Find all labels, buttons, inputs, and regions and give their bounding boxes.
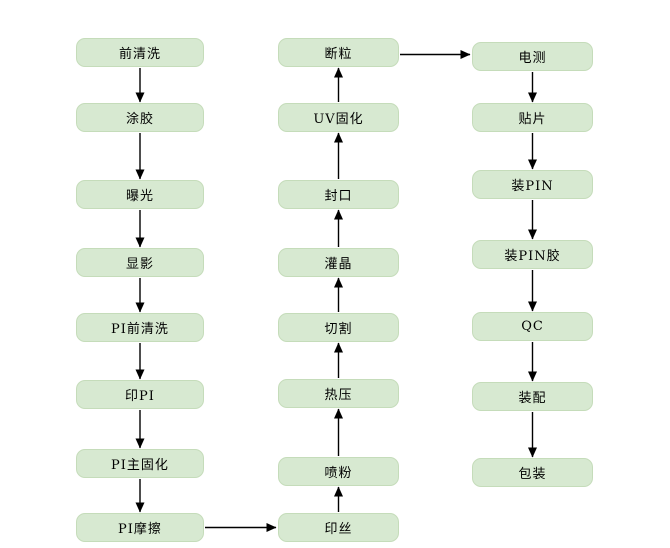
flow-node: 装配 [472, 382, 593, 411]
flow-node: PI主固化 [76, 449, 204, 478]
flow-node: 前清洗 [76, 38, 204, 67]
flow-node: QC [472, 312, 593, 341]
flow-node: 装PIN胶 [472, 240, 593, 269]
flow-node: 印PI [76, 380, 204, 409]
flow-node: 印丝 [278, 513, 399, 542]
flow-node: 包装 [472, 458, 593, 487]
flow-node: 装PIN [472, 170, 593, 199]
flow-node: 电测 [472, 42, 593, 71]
flow-node: 贴片 [472, 103, 593, 132]
flow-node: 曝光 [76, 180, 204, 209]
flow-node: PI前清洗 [76, 313, 204, 342]
flow-node: UV固化 [278, 103, 399, 132]
flow-node: 断粒 [278, 38, 399, 67]
flow-node: 显影 [76, 248, 204, 277]
flow-node: 涂胶 [76, 103, 204, 132]
flow-node: 切割 [278, 313, 399, 342]
flow-node: 热压 [278, 379, 399, 408]
flow-node: 封口 [278, 180, 399, 209]
flow-node: 喷粉 [278, 457, 399, 486]
flow-node: 灌晶 [278, 248, 399, 277]
flow-node: PI摩擦 [76, 513, 204, 542]
